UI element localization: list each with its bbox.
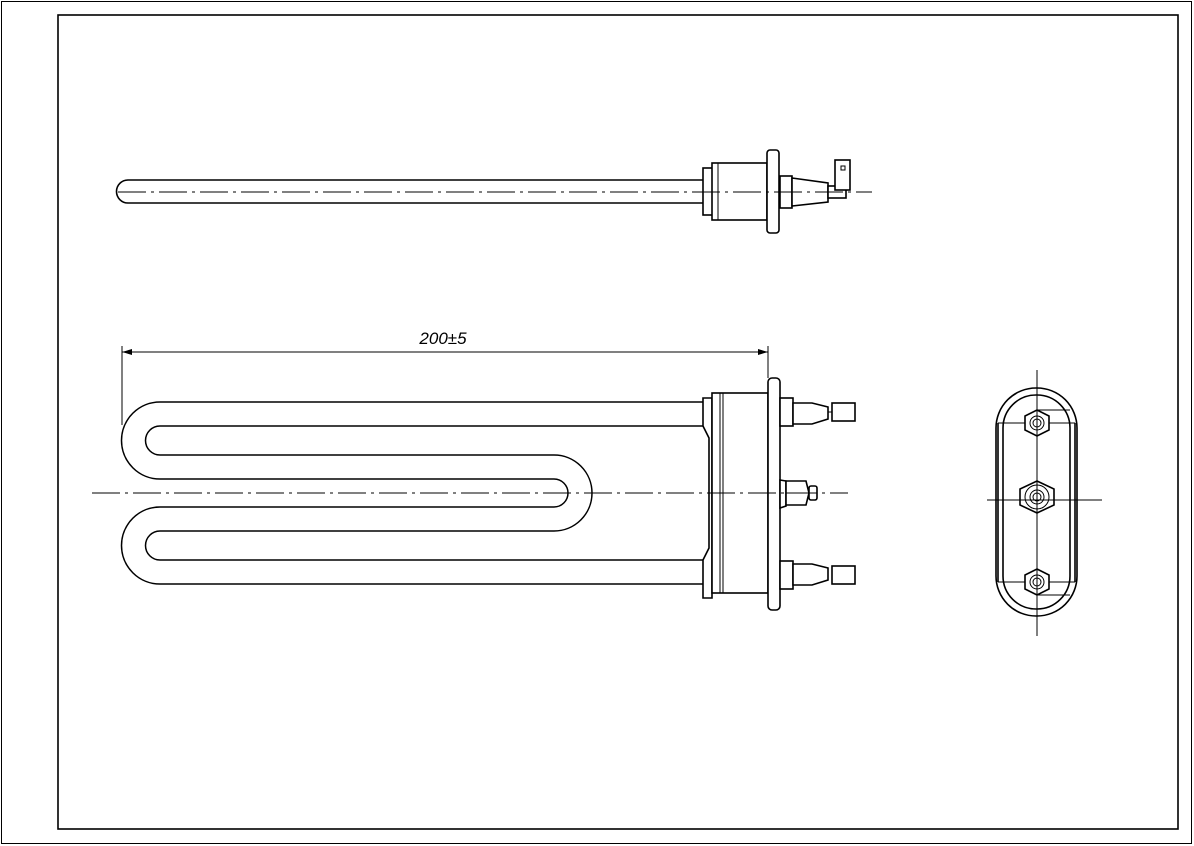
top-view [115, 149, 872, 234]
terminal-tab [831, 565, 856, 585]
ground-stud [779, 479, 818, 510]
stud-base [779, 479, 787, 510]
end-view [987, 370, 1102, 636]
heating-tube [122, 402, 714, 584]
terminal-tab [834, 159, 851, 191]
heating-tube-side [115, 179, 705, 204]
seal [702, 397, 713, 599]
terminal-nut [779, 397, 794, 427]
tab-hole [840, 165, 846, 171]
drawing-frame [57, 14, 1179, 830]
terminal-shank [792, 563, 829, 586]
terminal-tab [831, 402, 856, 422]
terminal-bottom [779, 560, 856, 590]
terminal-top [779, 397, 856, 427]
dimension-label: 200±5 [418, 329, 467, 348]
flange [767, 377, 781, 611]
terminal-nut [779, 560, 794, 590]
terminal-shank [792, 402, 829, 425]
front-view: 200±5 [92, 329, 856, 611]
